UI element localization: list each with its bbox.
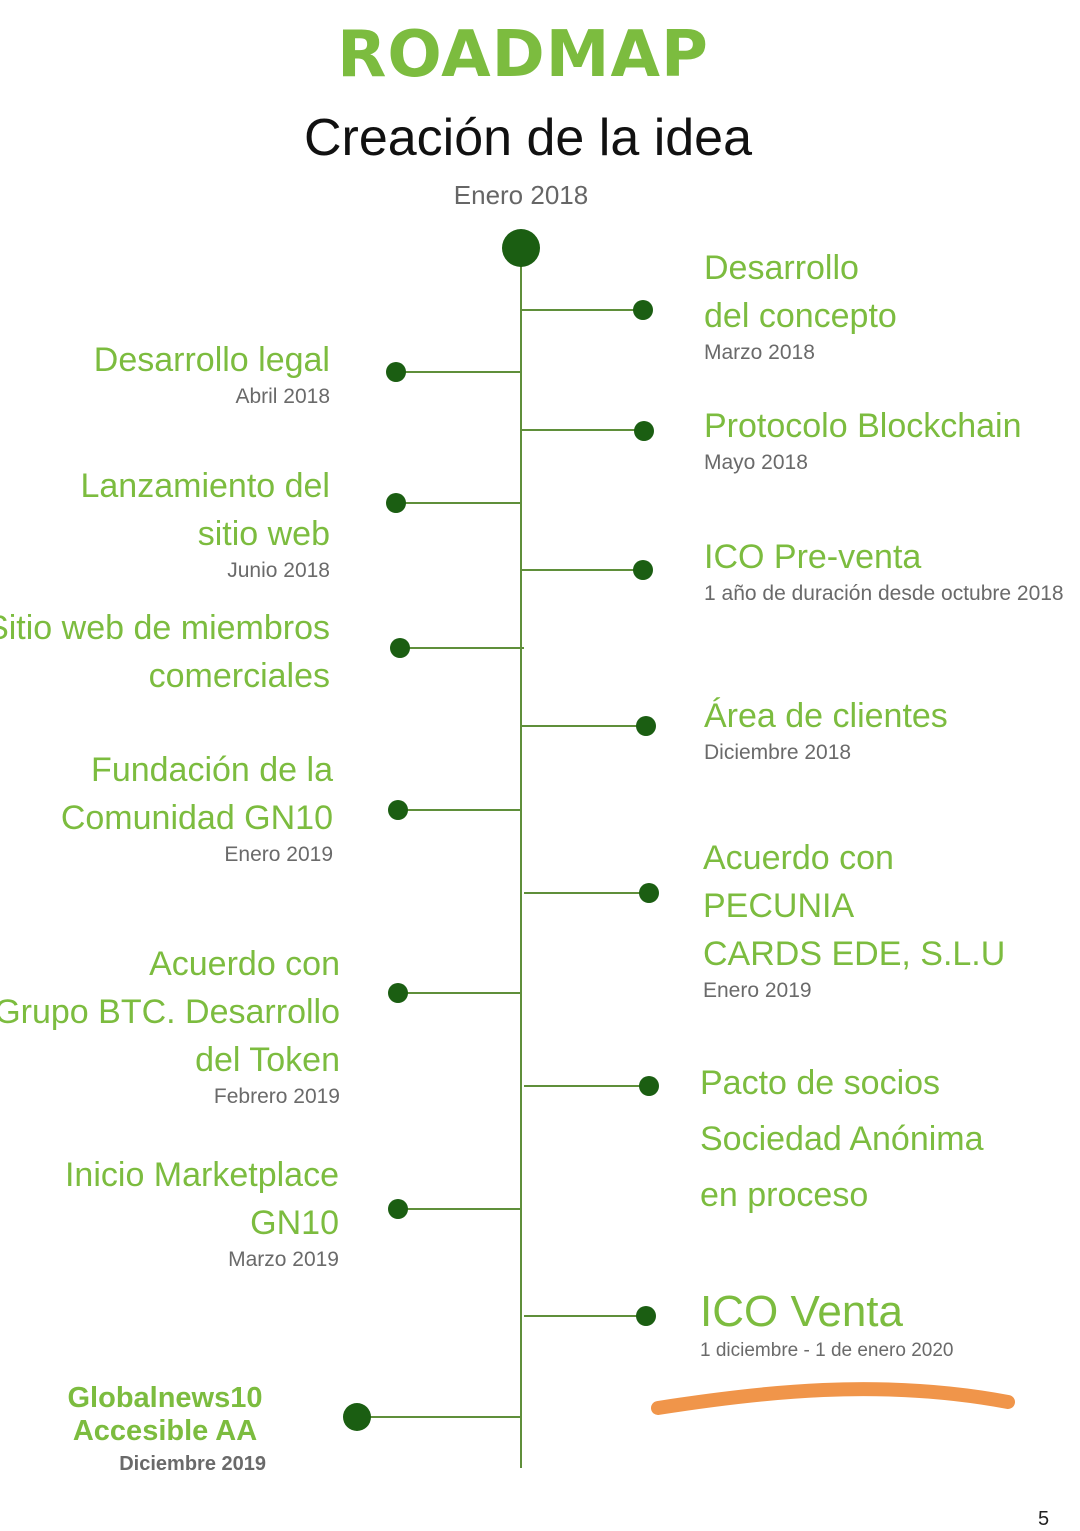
milestone-pacto-socios: Pacto de socios Sociedad Anónima en proc… [700,1055,984,1223]
milestone-date: Abril 2018 [235,385,330,408]
connector-line [521,569,643,571]
milestone-title-line: Sociedad Anónima [700,1120,984,1158]
milestone-marketplace: Inicio Marketplace GN10 Marzo 2019 [65,1151,339,1273]
milestone-ico-venta: ICO Venta 1 diciembre - 1 de enero 2020 [700,1284,954,1362]
milestone-node [633,560,653,580]
milestone-date: Mayo 2018 [704,451,808,474]
milestone-title-line: Fundación de la [91,751,333,789]
milestone-blockchain: Protocolo Blockchain Mayo 2018 [704,402,1022,476]
roadmap-title: ROADMAP [337,18,709,92]
milestone-date: 1 diciembre - 1 de enero 2020 [700,1340,954,1361]
milestone-node [634,421,654,441]
milestone-title-line: del Token [195,1041,340,1079]
milestone-title-line: Pacto de socios [700,1064,941,1102]
milestone-title-line: ICO Venta [700,1287,904,1336]
connector-line [521,429,643,431]
timeline-start-node [502,229,540,267]
milestone-node [633,300,653,320]
milestone-area-clientes: Área de clientes Diciembre 2018 [704,692,948,766]
milestone-miembros-comerciales: Sitio web de miembros comerciales [0,604,330,700]
milestone-title-line: PECUNIA [703,887,855,925]
milestone-node [386,362,406,382]
connector-line [398,992,522,994]
milestone-title-line: en proceso [700,1176,869,1214]
milestone-sitio-web: Lanzamiento del sitio web Junio 2018 [80,462,330,584]
milestone-title-line: GN10 [250,1204,339,1242]
milestone-title-line: Comunidad GN10 [60,799,333,837]
milestone-node [639,883,659,903]
connector-line [521,309,643,311]
milestone-title-line: Acuerdo con [703,839,894,877]
milestone-comunidad-gn10: Fundación de la Comunidad GN10 Enero 201… [61,746,333,868]
timeline-start-date: Enero 2018 [453,180,589,210]
milestone-title-line: Grupo BTC. Desarrollo [0,993,340,1031]
milestone-grupo-btc: Acuerdo con Grupo BTC. Desarrollo del To… [0,940,340,1110]
milestone-title-line: Globalnews10 [67,1382,263,1414]
milestone-node [390,638,410,658]
connector-line [396,502,521,504]
connector-line [524,1315,646,1317]
milestone-node [388,1199,408,1219]
milestone-date: Enero 2019 [224,843,333,866]
connector-line [524,892,648,894]
connector-line [521,725,645,727]
milestone-node [386,493,406,513]
milestone-title-line: Inicio Marketplace [64,1156,339,1194]
milestone-title-line: Sitio web de miembros [0,609,330,647]
milestone-title-line: Lanzamiento del [80,467,330,505]
milestone-date: 1 año de duración desde octubre 2018 [704,582,1064,605]
milestone-node [388,983,408,1003]
milestone-date: Febrero 2019 [213,1085,340,1108]
milestone-date: Junio 2018 [227,559,330,582]
milestone-title-line: comerciales [148,657,330,695]
milestone-title-line: Desarrollo [704,249,859,287]
milestone-date: Diciembre 2019 [119,1453,266,1475]
connector-line [400,647,524,649]
milestone-globalnews10: Globalnews10 Accesible AA Diciembre 2019 [40,1382,290,1480]
milestone-node [388,800,408,820]
milestone-node [639,1076,659,1096]
milestone-title-line: Desarrollo legal [93,341,330,379]
timeline-spine [520,248,522,1468]
milestone-title-line: del concepto [704,297,897,335]
milestone-date: Enero 2019 [703,979,812,1002]
page-number: 5 [1038,1508,1050,1530]
milestone-date: Marzo 2018 [704,341,815,364]
milestone-pecunia: Acuerdo con PECUNIA CARDS EDE, S.L.U Ene… [703,834,1005,1004]
milestone-title-line: Protocolo Blockchain [704,407,1022,445]
milestone-title-line: ICO Pre-venta [704,538,922,576]
timeline-start-title: Creación de la idea [303,109,753,167]
connector-line [398,1208,522,1210]
connector-line [396,371,521,373]
milestone-date: Marzo 2019 [228,1248,339,1271]
milestone-date: Diciembre 2018 [704,741,852,764]
milestone-concepto: Desarrollo del concepto Marzo 2018 [704,244,897,366]
milestone-title-line: Área de clientes [704,697,948,735]
connector-line [358,1416,522,1418]
milestone-title-line: Acuerdo con [149,945,340,983]
milestone-node [343,1403,371,1431]
milestone-title-line: Accesible AA [72,1415,258,1447]
milestone-ico-preventa: ICO Pre-venta 1 año de duración desde oc… [704,533,1064,607]
connector-line [524,1085,648,1087]
milestone-desarrollo-legal: Desarrollo legal Abril 2018 [94,336,330,410]
connector-line [398,809,522,811]
milestone-title-line: sitio web [197,515,330,553]
milestone-title-line: CARDS EDE, S.L.U [703,935,1006,973]
milestone-node [636,716,656,736]
milestone-node [636,1306,656,1326]
